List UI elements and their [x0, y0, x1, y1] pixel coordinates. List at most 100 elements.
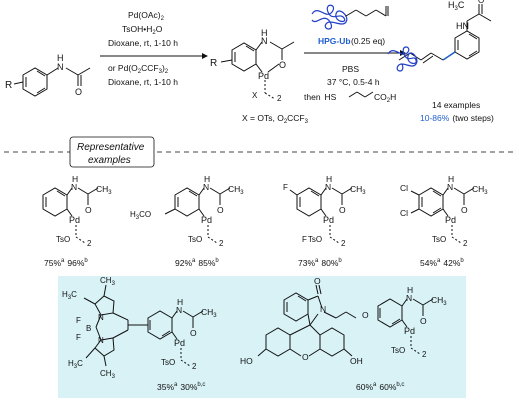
svg-text:B: B — [86, 324, 91, 333]
svg-text:TsO: TsO — [391, 346, 405, 355]
svg-text:CH3: CH3 — [100, 276, 116, 287]
section-title-1: Representative — [77, 142, 145, 153]
svg-text:N: N — [320, 304, 326, 314]
arrow-icon-2 — [304, 50, 406, 56]
svg-text:Pd: Pd — [323, 215, 334, 225]
svg-text:N: N — [98, 336, 104, 345]
svg-text:2: 2 — [463, 239, 468, 248]
svg-text:N: N — [447, 182, 453, 192]
palladacycle-intermediate: R N H O Pd X 2 — [210, 28, 295, 103]
mercaptopropionic-acid — [348, 91, 374, 98]
cond3-acid: CO2H — [374, 92, 396, 104]
cond3-line1: PBS — [342, 64, 359, 74]
example-6-fluorescein: N O O O HO OH N H CH3 O Pd TsO 2 — [240, 276, 447, 366]
svg-text:HO: HO — [240, 356, 253, 366]
svg-text:F: F — [283, 183, 288, 192]
cond1-line2: TsOH•H2O — [122, 24, 163, 36]
svg-text:TsO: TsO — [161, 358, 175, 367]
svg-text:N: N — [325, 182, 331, 192]
svg-text:N: N — [98, 313, 104, 322]
svg-text:H3C: H3C — [68, 359, 83, 370]
svg-text:N: N — [71, 182, 77, 192]
svg-text:Cl: Cl — [400, 183, 408, 193]
acetyl-label: H3C — [448, 0, 465, 12]
svg-text:TsO: TsO — [56, 235, 70, 244]
cond2-line1: or Pd(O2CCF3)2 — [108, 63, 169, 75]
cond1-line1: Pd(OAc)2 — [128, 10, 165, 22]
svg-text:O: O — [461, 205, 468, 215]
product: HN H3C O — [387, 0, 492, 72]
x-definition: X = OTs, O2CCF3 — [242, 113, 309, 125]
svg-text:N: N — [406, 293, 412, 303]
section-title-2: examples — [88, 155, 131, 166]
svg-text:O: O — [85, 205, 92, 215]
svg-text:CH3: CH3 — [201, 307, 217, 319]
svg-text:F: F — [76, 316, 81, 325]
o-label: O — [75, 87, 82, 97]
starting-material: R N H O — [5, 53, 91, 97]
svg-text:2: 2 — [192, 362, 197, 371]
overall-yield: 10-86%(two steps) — [420, 113, 494, 123]
x-label: X — [252, 91, 258, 100]
svg-text:OH: OH — [350, 356, 363, 366]
svg-text:CH3: CH3 — [228, 184, 244, 196]
svg-text:O: O — [420, 316, 427, 326]
cond3-line2: 37 °C, 0.5-4 h — [327, 77, 380, 87]
nh-label-p: HN — [456, 21, 469, 31]
svg-text:H: H — [177, 297, 183, 307]
cond2-line2: Dioxane, rt, 1-10 h — [108, 77, 178, 87]
r-label-2: R — [210, 58, 217, 69]
svg-text:CH3: CH3 — [96, 184, 112, 196]
o-label-p: O — [478, 0, 484, 5]
svg-text:Cl: Cl — [400, 208, 408, 218]
example-2: N H CH3 O Pd TsO 2 H3CO — [130, 174, 244, 248]
svg-text:H: H — [407, 285, 413, 295]
n-label: N — [57, 62, 64, 72]
svg-text:Pd: Pd — [174, 338, 185, 348]
svg-text:Pd: Pd — [404, 326, 415, 336]
h-label-2: H — [261, 28, 268, 38]
examples-count: 14 examples — [432, 100, 480, 110]
svg-text:H: H — [448, 174, 454, 184]
h-label: H — [57, 53, 64, 63]
svg-text:2: 2 — [219, 239, 224, 248]
example-5-bodipy: N N B F F H3C CH3 H3C CH3 N H CH3 O Pd T… — [62, 276, 217, 380]
svg-text:O: O — [314, 276, 321, 286]
svg-text:CH3: CH3 — [100, 369, 116, 380]
svg-text:2: 2 — [422, 350, 427, 359]
svg-text:H: H — [72, 174, 78, 184]
r-label: R — [5, 80, 12, 91]
highlight-box — [58, 276, 466, 398]
svg-text:H3C: H3C — [62, 290, 77, 301]
svg-text:Pd: Pd — [201, 215, 212, 225]
example-4: N H CH3 O Pd Cl Cl TsO 2 — [400, 174, 488, 248]
svg-text:H: H — [326, 174, 332, 184]
svg-text:FTsO: FTsO — [302, 235, 322, 244]
example-1: N H CH3 O Pd TsO 2 — [42, 174, 112, 248]
svg-text:H: H — [204, 174, 210, 184]
svg-text:TsO: TsO — [432, 235, 446, 244]
svg-text:H3CO: H3CO — [130, 210, 151, 221]
pd-label: Pd — [258, 71, 269, 81]
svg-text:2: 2 — [87, 239, 92, 248]
reagent-eq: (0.25 eq) — [351, 36, 385, 46]
svg-text:O: O — [190, 328, 197, 338]
arrow-icon — [100, 53, 208, 59]
svg-text:Pd: Pd — [445, 215, 456, 225]
svg-text:2: 2 — [341, 239, 346, 248]
svg-text:N: N — [176, 305, 182, 315]
two-label: 2 — [277, 94, 282, 103]
svg-text:O: O — [362, 310, 369, 320]
svg-text:F: F — [76, 333, 81, 342]
section-title-box — [69, 136, 155, 168]
reagent-name: HPG-Ub — [318, 36, 351, 46]
svg-text:N: N — [203, 182, 209, 192]
svg-text:CH3: CH3 — [472, 184, 488, 196]
svg-text:O: O — [302, 352, 309, 362]
